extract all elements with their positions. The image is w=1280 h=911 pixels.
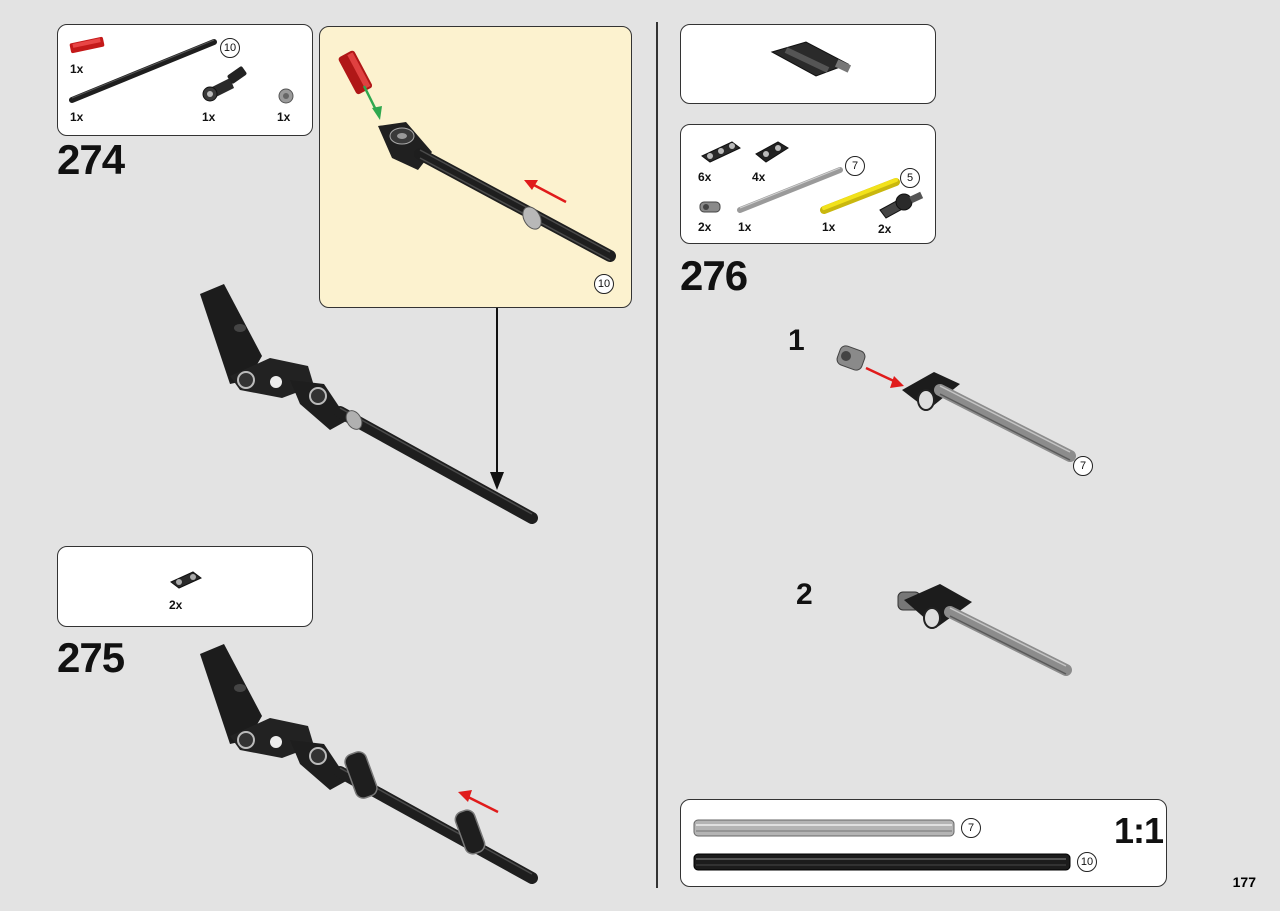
scale-label: 1:1 bbox=[1114, 810, 1164, 851]
red-pin-qty: 1x bbox=[70, 62, 84, 76]
connector-long-part-icon bbox=[701, 141, 741, 163]
axle-joint-part-icon bbox=[879, 191, 924, 219]
substep-1-axle-length-badge: 7 bbox=[1073, 456, 1093, 476]
callout-axle-length-badge: 10 bbox=[594, 274, 614, 294]
connector-part-icon bbox=[170, 571, 202, 589]
axle-connector-part-icon bbox=[202, 66, 247, 102]
substep-2-illustration bbox=[897, 584, 1072, 676]
step-275-connector-qty: 2x bbox=[169, 598, 183, 612]
long-axle-qty: 1x bbox=[70, 110, 84, 124]
grey-axle-part-icon bbox=[737, 167, 843, 213]
step-274-number: 274 bbox=[57, 136, 125, 183]
substep-2-number: 2 bbox=[796, 578, 813, 611]
bush-part-icon bbox=[278, 88, 294, 104]
page-divider bbox=[656, 22, 658, 888]
subassembly-preview-icon bbox=[770, 41, 852, 77]
grey-axle-qty: 1x bbox=[738, 220, 752, 234]
step-274-axle-length-badge: 10 bbox=[220, 38, 240, 58]
grey-axle-scale-bar bbox=[693, 819, 955, 837]
step-276-number: 276 bbox=[680, 252, 748, 299]
connector-short-part-icon bbox=[755, 141, 789, 163]
scale-ruler-box bbox=[680, 799, 1167, 887]
axle-joint-qty: 2x bbox=[878, 222, 892, 236]
step-275-parts-box bbox=[57, 546, 313, 627]
substep-1-illustration bbox=[836, 345, 1076, 462]
callout-pointer-arrow bbox=[490, 308, 504, 490]
grey-pin-part-icon bbox=[699, 201, 721, 213]
step-275-number: 275 bbox=[57, 634, 125, 681]
yellow-axle-qty: 1x bbox=[822, 220, 836, 234]
connector-short-qty: 4x bbox=[752, 170, 766, 184]
bush-qty: 1x bbox=[277, 110, 291, 124]
callout-assembly-illustration bbox=[338, 50, 616, 262]
yellow-axle-length-badge: 5 bbox=[900, 168, 920, 188]
long-axle-part-icon bbox=[69, 39, 217, 103]
step-275-assembly-illustration bbox=[200, 644, 538, 884]
substep-1-number: 1 bbox=[788, 324, 805, 357]
scale-grey-axle-length-badge: 7 bbox=[961, 818, 981, 838]
step-274-assembly-illustration bbox=[200, 284, 538, 524]
scale-black-axle-length-badge: 10 bbox=[1077, 852, 1097, 872]
black-axle-scale-bar bbox=[693, 853, 1071, 871]
red-pin-part-icon bbox=[69, 36, 105, 54]
yellow-axle-part-icon bbox=[820, 178, 900, 214]
page-number: 177 bbox=[1232, 874, 1256, 890]
step-274-callout bbox=[319, 26, 632, 308]
axle-connector-qty: 1x bbox=[202, 110, 216, 124]
grey-pin-qty: 2x bbox=[698, 220, 712, 234]
connector-long-qty: 6x bbox=[698, 170, 712, 184]
grey-axle-length-badge: 7 bbox=[845, 156, 865, 176]
